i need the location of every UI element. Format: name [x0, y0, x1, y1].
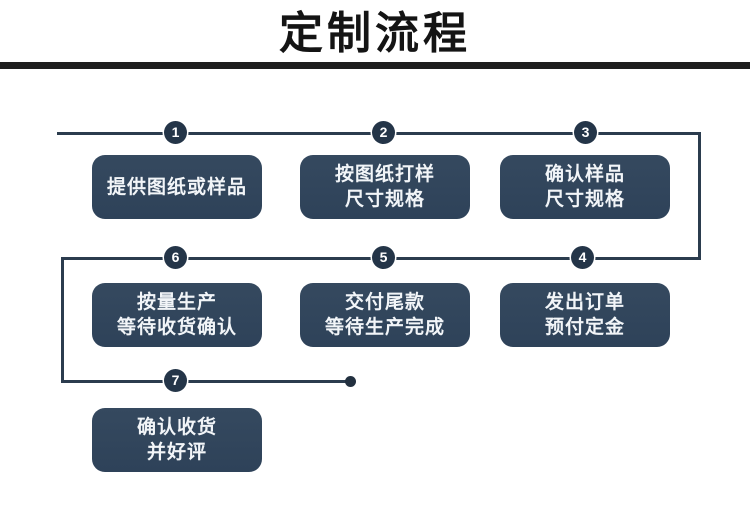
page-title: 定制流程	[279, 9, 471, 58]
step-badge-3: 3	[574, 121, 597, 144]
step-badge-4: 4	[571, 246, 594, 269]
step-box-7-line1: 确认收货	[136, 417, 217, 438]
step-box-4: 发出订单 预付定金	[500, 283, 670, 347]
step-box-1-line1: 提供图纸或样品	[106, 176, 247, 198]
step-box-5-line1: 交付尾款	[344, 292, 425, 313]
step-badge-6: 6	[164, 246, 187, 269]
step-badge-2: 2	[372, 121, 395, 144]
step-box-4-line2: 预付定金	[544, 317, 625, 338]
connector-row3-horizontal	[61, 380, 352, 383]
step-box-6: 按量生产 等待收货确认	[92, 283, 262, 347]
step-box-2: 按图纸打样 尺寸规格	[300, 155, 470, 219]
step-box-3: 确认样品 尺寸规格	[500, 155, 670, 219]
step-badge-7: 7	[164, 369, 187, 392]
step-box-6-line1: 按量生产	[136, 292, 217, 313]
step-badge-1: 1	[164, 121, 187, 144]
step-box-6-line2: 等待收货确认	[116, 317, 237, 338]
step-box-2-line1: 按图纸打样	[334, 164, 435, 185]
connector-left-vertical	[61, 257, 64, 382]
step-box-7: 确认收货 并好评	[92, 408, 262, 472]
step-box-3-line1: 确认样品	[544, 164, 625, 185]
step-box-2-line2: 尺寸规格	[344, 189, 425, 210]
step-box-5: 交付尾款 等待生产完成	[300, 283, 470, 347]
title-divider	[0, 62, 750, 69]
step-box-5-line2: 等待生产完成	[324, 317, 445, 338]
step-box-3-line2: 尺寸规格	[544, 189, 625, 210]
connector-end-dot	[345, 376, 356, 387]
connector-right-vertical	[698, 132, 701, 260]
step-badge-5: 5	[372, 246, 395, 269]
step-box-4-line1: 发出订单	[544, 292, 625, 313]
step-box-1: 提供图纸或样品	[92, 155, 262, 219]
step-box-7-line2: 并好评	[146, 442, 207, 463]
